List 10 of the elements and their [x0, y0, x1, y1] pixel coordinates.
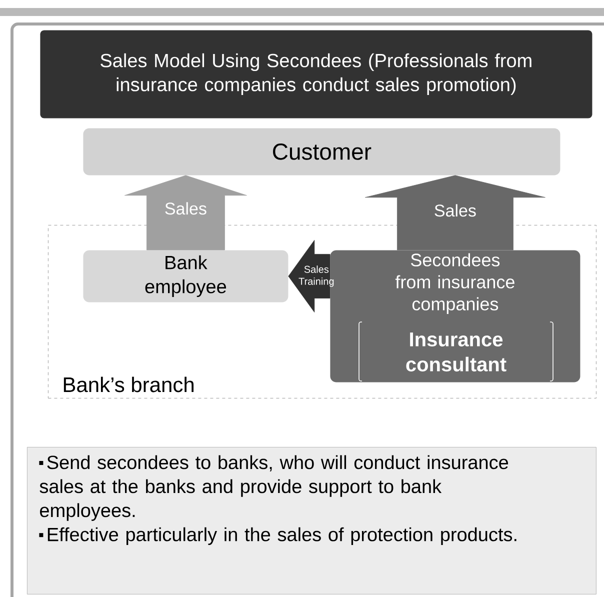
edge-label: Sales: [434, 204, 476, 217]
customer-box: Customer: [83, 128, 560, 176]
edge-label: Sales Training: [298, 266, 334, 287]
header-box: Sales Model Using Secondees (Professionals from insurance companies conduct sales promotion): [40, 30, 592, 118]
block-arrow: [365, 175, 546, 250]
block-arrow: [124, 175, 247, 250]
note-box: Send secondees to banks, who will conduct insurance sales at the banks and provide support to bank employees. Effective particularly in the sales of protection products.: [27, 447, 596, 594]
employee-box: Bank employee: [83, 250, 288, 302]
edge-label: Sales: [165, 202, 206, 215]
block-arrow: [288, 240, 330, 312]
